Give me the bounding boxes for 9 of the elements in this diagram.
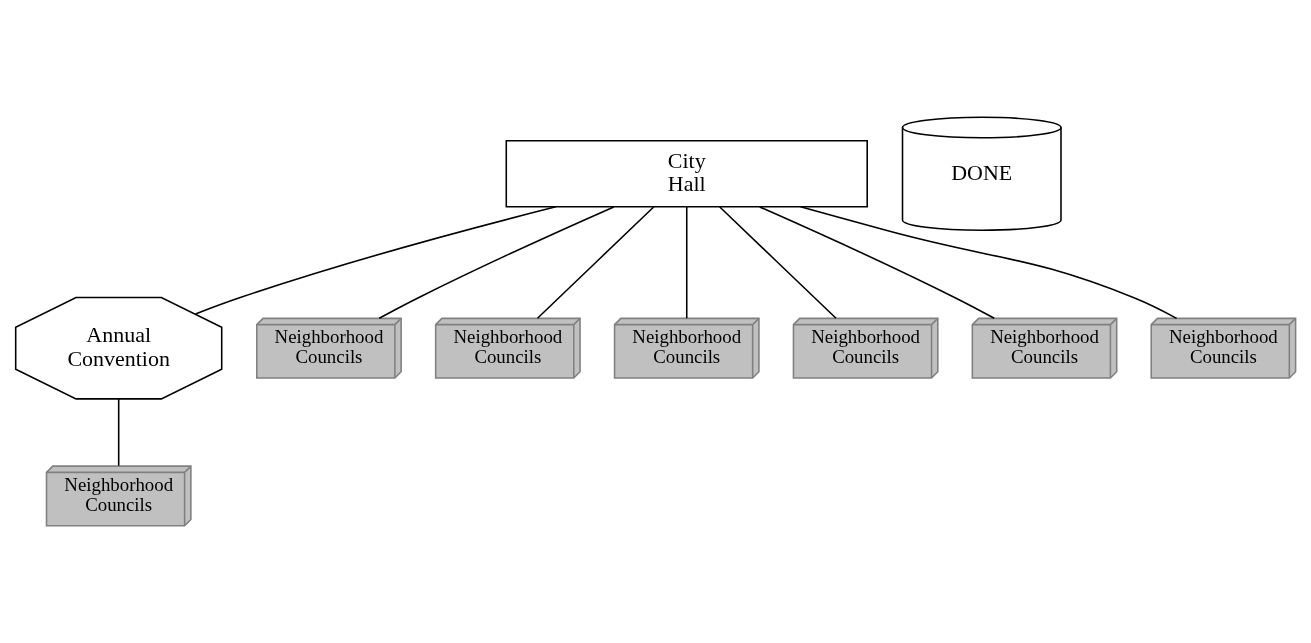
connector: [117, 397, 120, 467]
connector: [799, 206, 1178, 320]
connector: [718, 205, 837, 319]
connector: [536, 205, 655, 319]
connector: [194, 206, 557, 315]
connector: [378, 206, 615, 320]
connector: [685, 205, 688, 319]
node-box: City Hall: [505, 140, 868, 208]
connector: [758, 206, 996, 320]
